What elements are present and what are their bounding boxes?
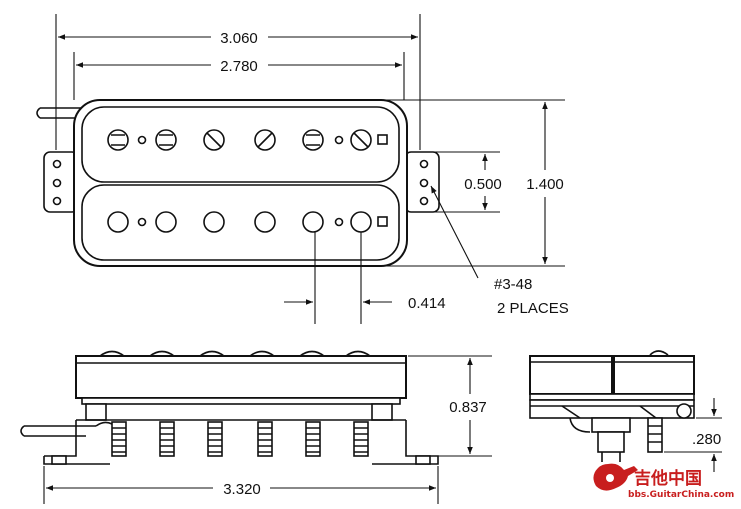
lower-bobbin xyxy=(81,184,400,261)
top-view-dimension-labels: 3.060 2.780 1.400 0.500 0.414 #3-48 2 PL… xyxy=(220,30,568,317)
front-view-dimension-labels: 0.837 3.320 xyxy=(223,399,487,498)
pickup-cover-outline xyxy=(73,99,408,267)
end-view-dimensions xyxy=(664,398,722,472)
mount-spacing-label: 0.500 xyxy=(464,176,502,193)
cover-length-label: 2.780 xyxy=(220,58,258,75)
upper-bobbin xyxy=(81,106,400,183)
pole-spacing-label: 0.414 xyxy=(408,295,446,312)
top-view xyxy=(36,99,440,267)
base-length-label: 3.320 xyxy=(223,481,261,498)
height-width-label: 1.400 xyxy=(526,176,564,193)
end-view xyxy=(529,350,695,462)
guitar-logo-icon xyxy=(593,463,638,491)
side-offset-label: .280 xyxy=(692,431,721,448)
side-height-label: 0.837 xyxy=(449,399,487,416)
watermark-url: bbs.GuitarChina.com xyxy=(628,490,734,500)
slug-poles xyxy=(107,211,388,233)
adjustable-pole-screws xyxy=(107,129,388,151)
front-view xyxy=(20,350,439,465)
screw-size-label: #3-48 xyxy=(494,276,532,293)
overall-length-label: 3.060 xyxy=(220,30,258,47)
guitarchina-watermark: 吉他中国 bbs.GuitarChina.com xyxy=(593,463,734,500)
front-view-dimensions xyxy=(43,355,492,504)
watermark-brand: 吉他中国 xyxy=(634,468,702,489)
screw-count-label: 2 PLACES xyxy=(497,300,569,317)
top-view-dimensions xyxy=(55,14,565,324)
threaded-pole-screws xyxy=(111,421,369,457)
